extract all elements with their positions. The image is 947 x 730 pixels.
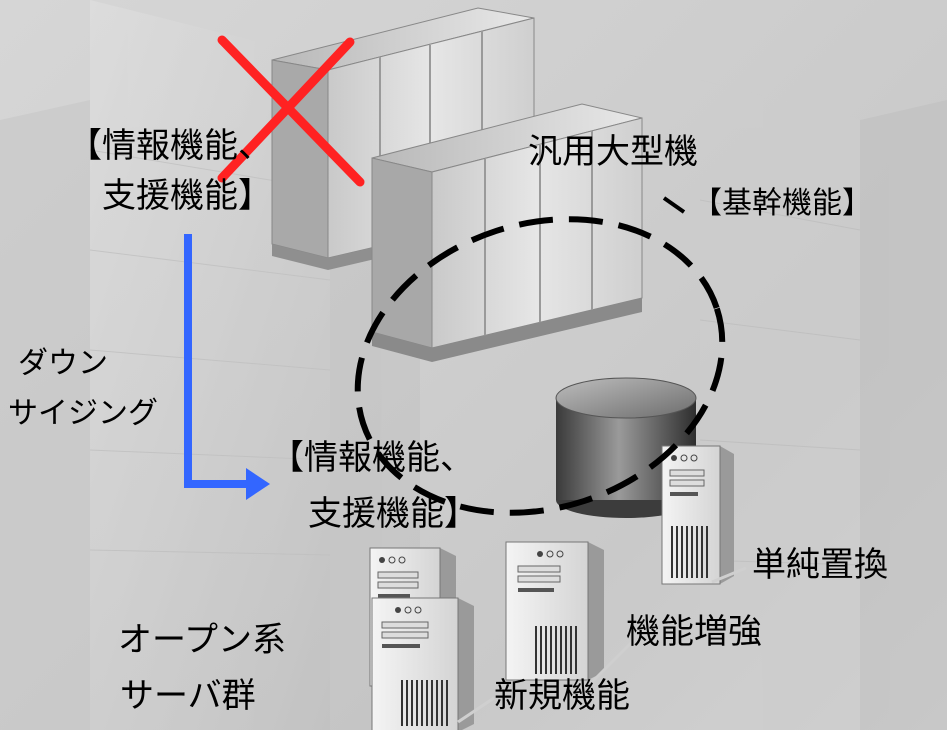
server-tower-enhance-icon — [505, 541, 604, 681]
old-functions-label-line1: 【情報機能、 — [68, 126, 272, 166]
new-functions-label-line2: 支援機能】 — [308, 494, 478, 534]
replacement-label: 単純置換 — [752, 545, 888, 585]
cross-out-icon — [217, 35, 365, 187]
downsizing-label-line2: サイジング — [8, 396, 158, 431]
enhancement-label: 機能増強 — [626, 612, 762, 652]
downsizing-label-line1: ダウン — [18, 346, 108, 381]
callout-lines — [457, 566, 747, 724]
new-function-label: 新規機能 — [494, 676, 630, 716]
old-functions-label-line2: 支援機能】 — [102, 176, 272, 216]
downsizing-arrow — [184, 234, 270, 500]
mainframe-label: 汎用大型機 — [528, 132, 698, 172]
callout-tick — [662, 196, 686, 214]
core-functions-label: 【基幹機能】 — [692, 186, 872, 221]
open-servers-label-line2: サーバ群 — [120, 676, 256, 716]
server-tower-replace-icon — [661, 445, 734, 585]
new-functions-label-line1: 【情報機能、 — [270, 438, 474, 478]
open-servers-label-line1: オープン系 — [118, 620, 286, 660]
server-tower-new-icon — [371, 597, 474, 730]
mainframe-icon — [371, 103, 643, 362]
